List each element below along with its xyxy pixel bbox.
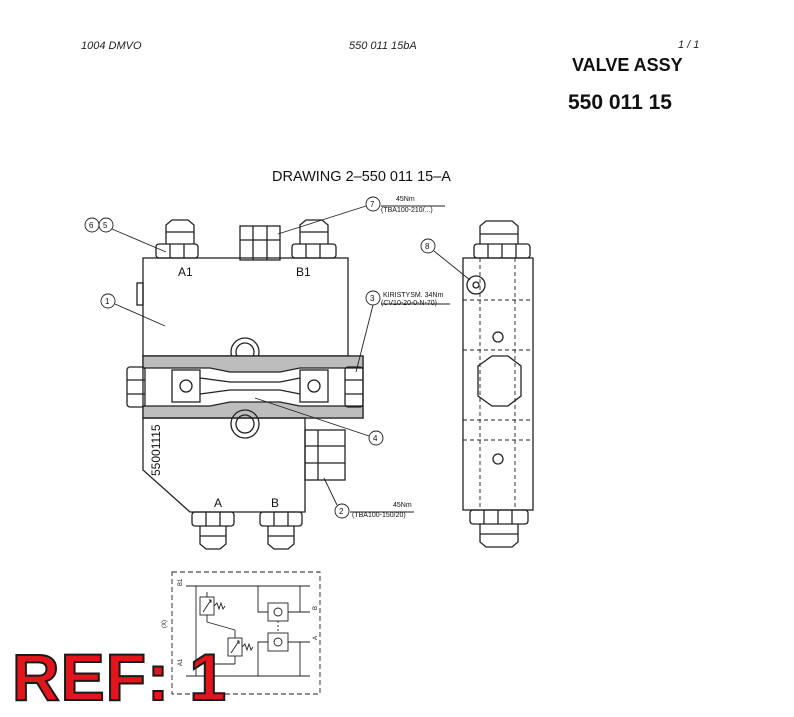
schematic-label-a: A — [313, 636, 319, 640]
document-reference: 550 011 15bA — [349, 40, 417, 52]
fitting-b1 — [291, 219, 337, 259]
callout-3: 3 — [370, 294, 375, 303]
callout-7-spec: (TBA100-210/...) — [381, 207, 433, 214]
callout-8: 8 — [425, 242, 430, 251]
drawing-title: DRAWING 2–550 011 15–A — [272, 169, 451, 185]
callout-7-torque: 45Nm — [396, 196, 415, 203]
callout-1: 1 — [105, 297, 110, 306]
hydraulic-schematic — [171, 571, 321, 695]
fitting-a1 — [155, 219, 199, 259]
callouts — [84, 196, 471, 519]
valve-body-lower — [142, 417, 306, 513]
callout-2-torque: 45Nm — [393, 502, 412, 509]
plug-2 — [304, 429, 346, 481]
port-label-a1: A1 — [178, 265, 193, 279]
schematic-label-x: (X) — [162, 620, 168, 628]
part-number: 550 011 15 — [568, 91, 672, 114]
page-title: VALVE ASSY — [572, 55, 683, 75]
port-label-b: B — [271, 496, 279, 510]
page-number: 1 / 1 — [678, 39, 700, 51]
callout-2-spec: (TBA100-150/20) — [352, 512, 406, 519]
callout-2: 2 — [339, 507, 344, 516]
callout-3-spec: (CV10-20-0-N-70) — [381, 300, 437, 307]
front-view: A1 B1 A B 55001115 — [126, 219, 364, 550]
document-code: 1004 DMVO — [81, 40, 142, 52]
cartridge-section — [126, 355, 364, 419]
callout-6: 6 — [89, 221, 94, 230]
callout-7: 7 — [370, 200, 375, 209]
callout-4: 4 — [373, 434, 378, 443]
plug-7 — [239, 225, 281, 261]
side-view — [462, 220, 534, 548]
body-marking: 55001115 — [149, 424, 163, 476]
fitting-a — [191, 511, 235, 550]
callout-5: 5 — [103, 221, 108, 230]
schematic-label-b: B — [313, 606, 319, 610]
schematic-label-b1: B1 — [178, 578, 184, 586]
schematic-label-a1: A1 — [178, 658, 184, 666]
port-label-b1: B1 — [296, 265, 311, 279]
fitting-b — [259, 511, 303, 550]
callout-3-torque: KIRISTYSM. 34Nm — [383, 292, 443, 299]
valve-body-upper — [142, 257, 349, 357]
port-label-a: A — [214, 496, 222, 510]
reference-stamp: REF: 1 — [11, 640, 228, 714]
